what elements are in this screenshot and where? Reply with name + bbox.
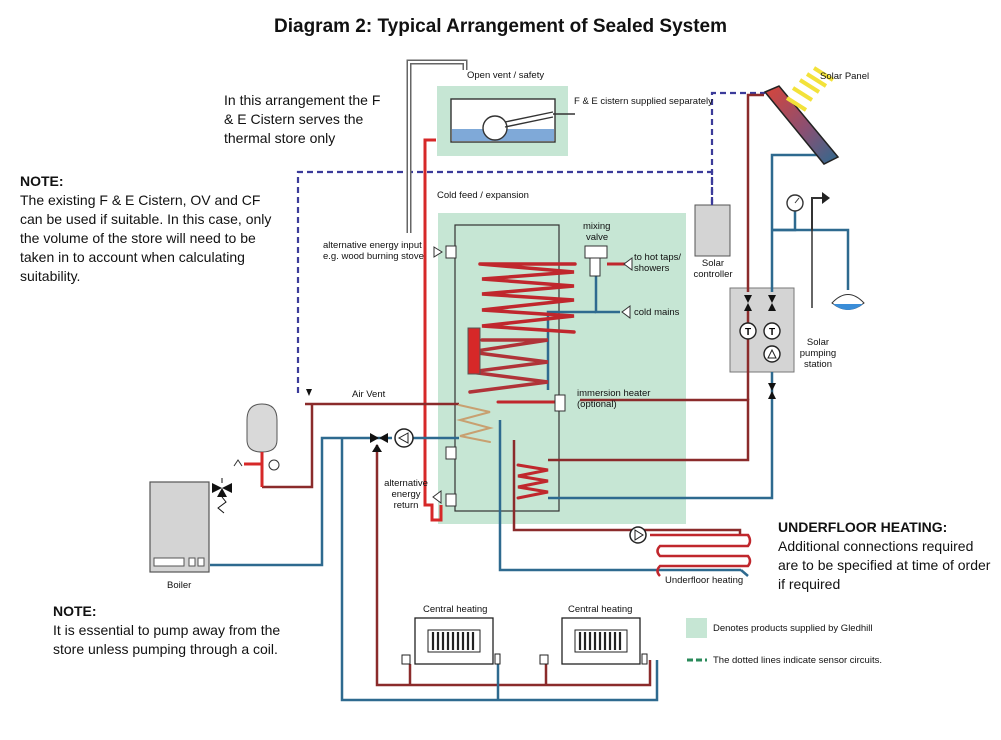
svg-text:T: T bbox=[769, 327, 775, 338]
return-arrow-icon bbox=[372, 444, 382, 452]
note-existing-cistern: NOTE: The existing F & E Cistern, OV and… bbox=[20, 172, 275, 286]
sun-rays-icon bbox=[785, 66, 835, 112]
mixing-valve-label-2: valve bbox=[586, 232, 609, 243]
solar-expansion-vessel-icon bbox=[831, 294, 865, 310]
arrangement-note: In this arrangement the F & E Cistern se… bbox=[224, 92, 381, 146]
pump-icon bbox=[394, 428, 414, 448]
air-vent-icon bbox=[306, 389, 312, 396]
underfloor-pump-icon bbox=[629, 526, 647, 544]
sensor-circuits bbox=[296, 91, 765, 393]
cold-feed-pipe bbox=[423, 138, 443, 522]
mixing-valve-label-1: mixing bbox=[583, 221, 611, 232]
alt-return-label-1: alternative bbox=[384, 478, 428, 489]
boiler-icon bbox=[149, 481, 210, 573]
solar-station-label-3: station bbox=[804, 359, 832, 370]
alt-input-label-2: e.g. wood burning stove bbox=[323, 251, 424, 262]
solar-controller-label-2: controller bbox=[693, 269, 733, 280]
note-pumping: NOTE: It is essential to pump away from … bbox=[53, 602, 313, 659]
cold-feed-label: Cold feed / expansion bbox=[437, 190, 529, 201]
underfloor-heading: UNDERFLOOR HEATING: bbox=[778, 519, 948, 535]
solar-controller-label-1: Solar bbox=[701, 258, 725, 269]
return-pipes bbox=[210, 276, 774, 702]
expansion-vessel-icon bbox=[233, 403, 280, 487]
underfloor-label: Underfloor heating bbox=[665, 575, 744, 586]
cistern-label: F & E cistern supplied separately bbox=[574, 96, 713, 107]
pressure-gauge-icon bbox=[786, 194, 804, 212]
solar-station-label-1: Solar bbox=[806, 337, 830, 348]
solar-controller-box bbox=[694, 204, 731, 257]
hot-taps-label-1: to hot taps/ bbox=[634, 252, 682, 263]
thermal-store bbox=[454, 224, 560, 512]
check-valve-icon bbox=[370, 433, 388, 443]
boiler-label: Boiler bbox=[167, 580, 192, 591]
immersion-label-2: (optional) bbox=[577, 399, 617, 410]
central-heating-label-1: Central heating bbox=[423, 604, 488, 615]
legend-dotted-label: The dotted lines indicate sensor circuit… bbox=[713, 655, 882, 666]
mixing-valve-icon bbox=[584, 245, 625, 277]
note-body: It is essential to pump away from the st… bbox=[53, 622, 281, 657]
solar-pump-icons: T T bbox=[739, 295, 781, 399]
solar-panel-icon bbox=[763, 85, 840, 165]
legend-gledhill-label: Denotes products supplied by Gledhill bbox=[713, 623, 873, 634]
note-heading: NOTE: bbox=[53, 603, 97, 619]
immersion-heater-icon bbox=[554, 394, 566, 412]
heating-coils bbox=[456, 262, 577, 500]
radiator-icon bbox=[539, 617, 648, 665]
immersion-element bbox=[467, 327, 481, 375]
store-ports bbox=[432, 245, 633, 507]
open-vent-label: Open vent / safety bbox=[467, 70, 545, 81]
underfloor-note: UNDERFLOOR HEATING: Additional connectio… bbox=[778, 518, 993, 594]
open-vent-pipe bbox=[406, 59, 468, 233]
cold-mains-label: cold mains bbox=[634, 307, 680, 318]
note-body: The existing F & E Cistern, OV and CF ca… bbox=[20, 192, 272, 284]
cistern bbox=[450, 98, 575, 143]
alt-return-label-3: return bbox=[393, 500, 419, 511]
solar-panel-label: Solar Panel bbox=[820, 71, 870, 82]
hot-taps-label-2: showers bbox=[634, 263, 670, 274]
underfloor-coil bbox=[650, 533, 752, 577]
legend-swatch bbox=[686, 618, 707, 638]
radiator-icon bbox=[401, 617, 501, 665]
underfloor-body: Additional connections required are to b… bbox=[778, 538, 991, 592]
alt-input-label-1: alternative energy input bbox=[323, 240, 422, 251]
alt-return-label-2: energy bbox=[391, 489, 421, 500]
boiler-valve-icon bbox=[212, 478, 232, 514]
central-heating-label-2: Central heating bbox=[568, 604, 633, 615]
air-vent-label: Air Vent bbox=[352, 389, 386, 400]
note-heading: NOTE: bbox=[20, 173, 64, 189]
solar-pipes bbox=[746, 93, 850, 400]
relief-arrow-icon bbox=[822, 192, 830, 204]
svg-text:T: T bbox=[745, 327, 751, 338]
solar-station-label-2: pumping bbox=[799, 348, 837, 359]
immersion-label-1: immersion heater bbox=[577, 388, 651, 399]
page-title: Diagram 2: Typical Arrangement of Sealed… bbox=[274, 16, 727, 37]
